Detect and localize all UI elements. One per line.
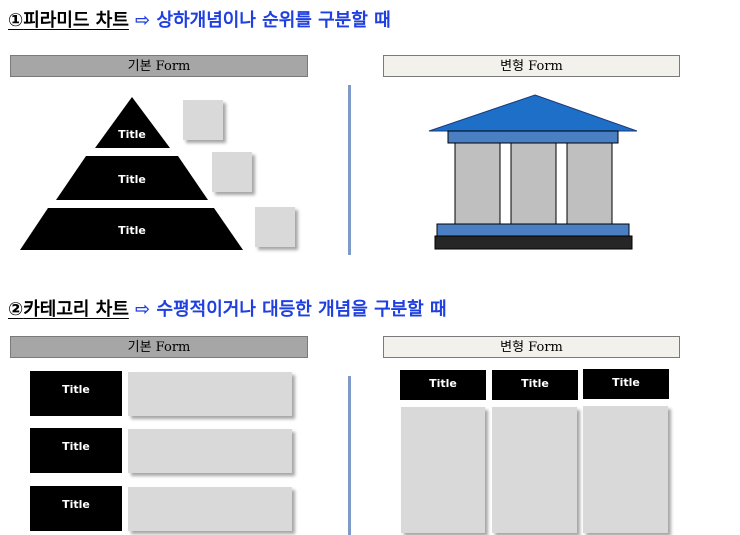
category-column-content — [583, 406, 668, 533]
category-row-title: Title — [30, 428, 122, 473]
temple-column — [510, 142, 557, 225]
section1-description: 상하개념이나 순위를 구분할 때 — [156, 10, 391, 31]
category-row-content — [128, 487, 292, 531]
pyramid-content-box — [255, 207, 295, 247]
arrow-right-icon: ⇨ — [135, 10, 151, 31]
section1-variant-form-header: 변형 Form — [383, 55, 680, 77]
category-row-title: Title — [30, 371, 122, 416]
category-column-title: Title — [492, 370, 578, 400]
temple-diagram — [428, 94, 638, 250]
category-row-content — [128, 429, 292, 473]
arrow-right-icon: ⇨ — [135, 299, 151, 320]
section2-title: ②카테고리 차트 — [8, 299, 129, 320]
pyramid-label-bottom: Title — [118, 224, 146, 237]
section2-description: 수평적이거나 대등한 개념을 구분할 때 — [156, 299, 447, 320]
pyramid-chart: Title Title Title — [20, 97, 243, 250]
section1-heading: ①피라미드 차트 ⇨ 상하개념이나 순위를 구분할 때 — [8, 6, 391, 32]
category-column-content — [401, 407, 485, 533]
section1-divider — [348, 85, 351, 255]
category-row-content — [128, 372, 292, 416]
temple-roof — [428, 94, 638, 132]
category-column-title: Title — [400, 370, 486, 400]
pyramid-tier-bottom — [20, 208, 243, 250]
pyramid-tier-middle — [56, 156, 208, 200]
section2-basic-form-header: 기본 Form — [10, 336, 308, 358]
section1-basic-form-header: 기본 Form — [10, 55, 308, 77]
temple-column — [566, 142, 613, 225]
pyramid-content-box — [183, 100, 223, 140]
section2-variant-form-header: 변형 Form — [383, 336, 680, 358]
temple-base — [434, 235, 633, 250]
section2-heading: ②카테고리 차트 ⇨ 수평적이거나 대등한 개념을 구분할 때 — [8, 295, 447, 321]
section2-divider — [348, 376, 351, 535]
pyramid-label-middle: Title — [118, 173, 146, 186]
category-row-title: Title — [30, 486, 122, 531]
pyramid-content-box — [212, 152, 252, 192]
category-column-title: Title — [583, 369, 669, 399]
temple-entablature — [447, 130, 619, 144]
pyramid-label-top: Title — [118, 128, 146, 141]
category-column-content — [492, 407, 577, 533]
temple-step — [436, 223, 630, 237]
section1-title: ①피라미드 차트 — [8, 10, 129, 31]
pyramid-tier-top — [95, 97, 170, 148]
temple-column — [454, 142, 501, 225]
